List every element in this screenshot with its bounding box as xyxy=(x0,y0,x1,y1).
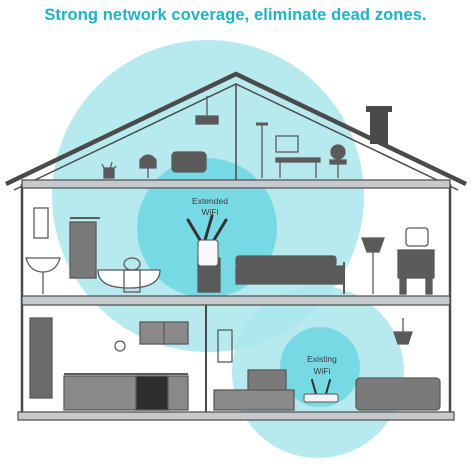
headline: Strong network coverage, eliminate dead … xyxy=(44,6,427,24)
router-device-icon xyxy=(303,379,339,403)
chimney-icon xyxy=(366,106,392,144)
lower-floor-furniture xyxy=(29,317,441,411)
attic-furniture xyxy=(101,96,347,179)
extended-wifi-label-line2: WiFi xyxy=(202,207,219,217)
router-hotspot-circle xyxy=(280,327,360,407)
existing-wifi-label-line2: WiFi xyxy=(314,366,331,376)
house-outline-icon xyxy=(5,71,467,421)
extended-wifi-label-line1: Extended xyxy=(192,196,228,206)
extender-device-icon xyxy=(186,214,228,267)
existing-wifi-label-line1: Existing xyxy=(307,354,337,364)
